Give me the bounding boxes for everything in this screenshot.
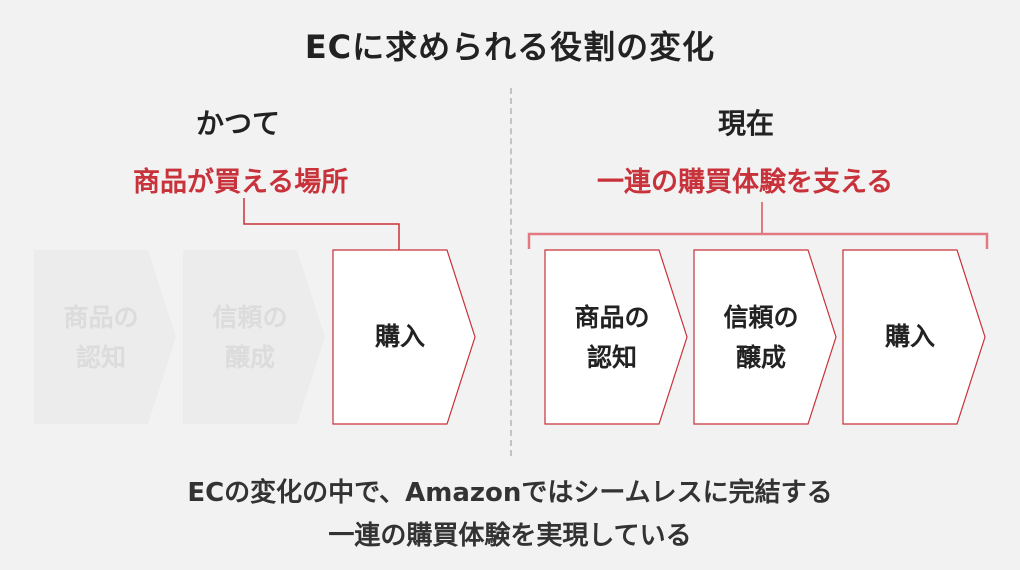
present-step-2-shape — [693, 249, 837, 425]
past-step-1-label: 商品の認知 — [63, 303, 139, 372]
present-bracket — [527, 232, 989, 249]
past-step-2-label: 信頼の醸成 — [212, 303, 288, 372]
present-heading: 現在 — [718, 107, 775, 140]
past-subheading: 商品が買える場所 — [133, 167, 349, 198]
present-step-3-label: 購入 — [884, 322, 935, 351]
present-step-3-shape — [842, 249, 986, 425]
past-heading: かつて — [196, 107, 281, 140]
past-step-3-label: 購入 — [374, 322, 425, 351]
footer-line-2: 一連の購買体験を実現している — [328, 521, 692, 551]
footer-line-1: ECの変化の中で、Amazonではシームレスに完結する — [187, 478, 833, 508]
past-step-1-shape — [34, 250, 176, 424]
section-divider — [510, 88, 512, 456]
present-step-1-shape — [544, 249, 688, 425]
present-subheading: 一連の購買体験を支える — [597, 167, 894, 198]
present-step-2-label: 信頼の醸成 — [723, 303, 799, 372]
past-step-2-shape — [183, 250, 325, 424]
present-step-1-label: 商品の認知 — [574, 303, 650, 372]
page-title: ECに求められる役割の変化 — [304, 28, 716, 66]
past-connector — [243, 198, 400, 250]
past-step-3-shape — [332, 249, 476, 425]
